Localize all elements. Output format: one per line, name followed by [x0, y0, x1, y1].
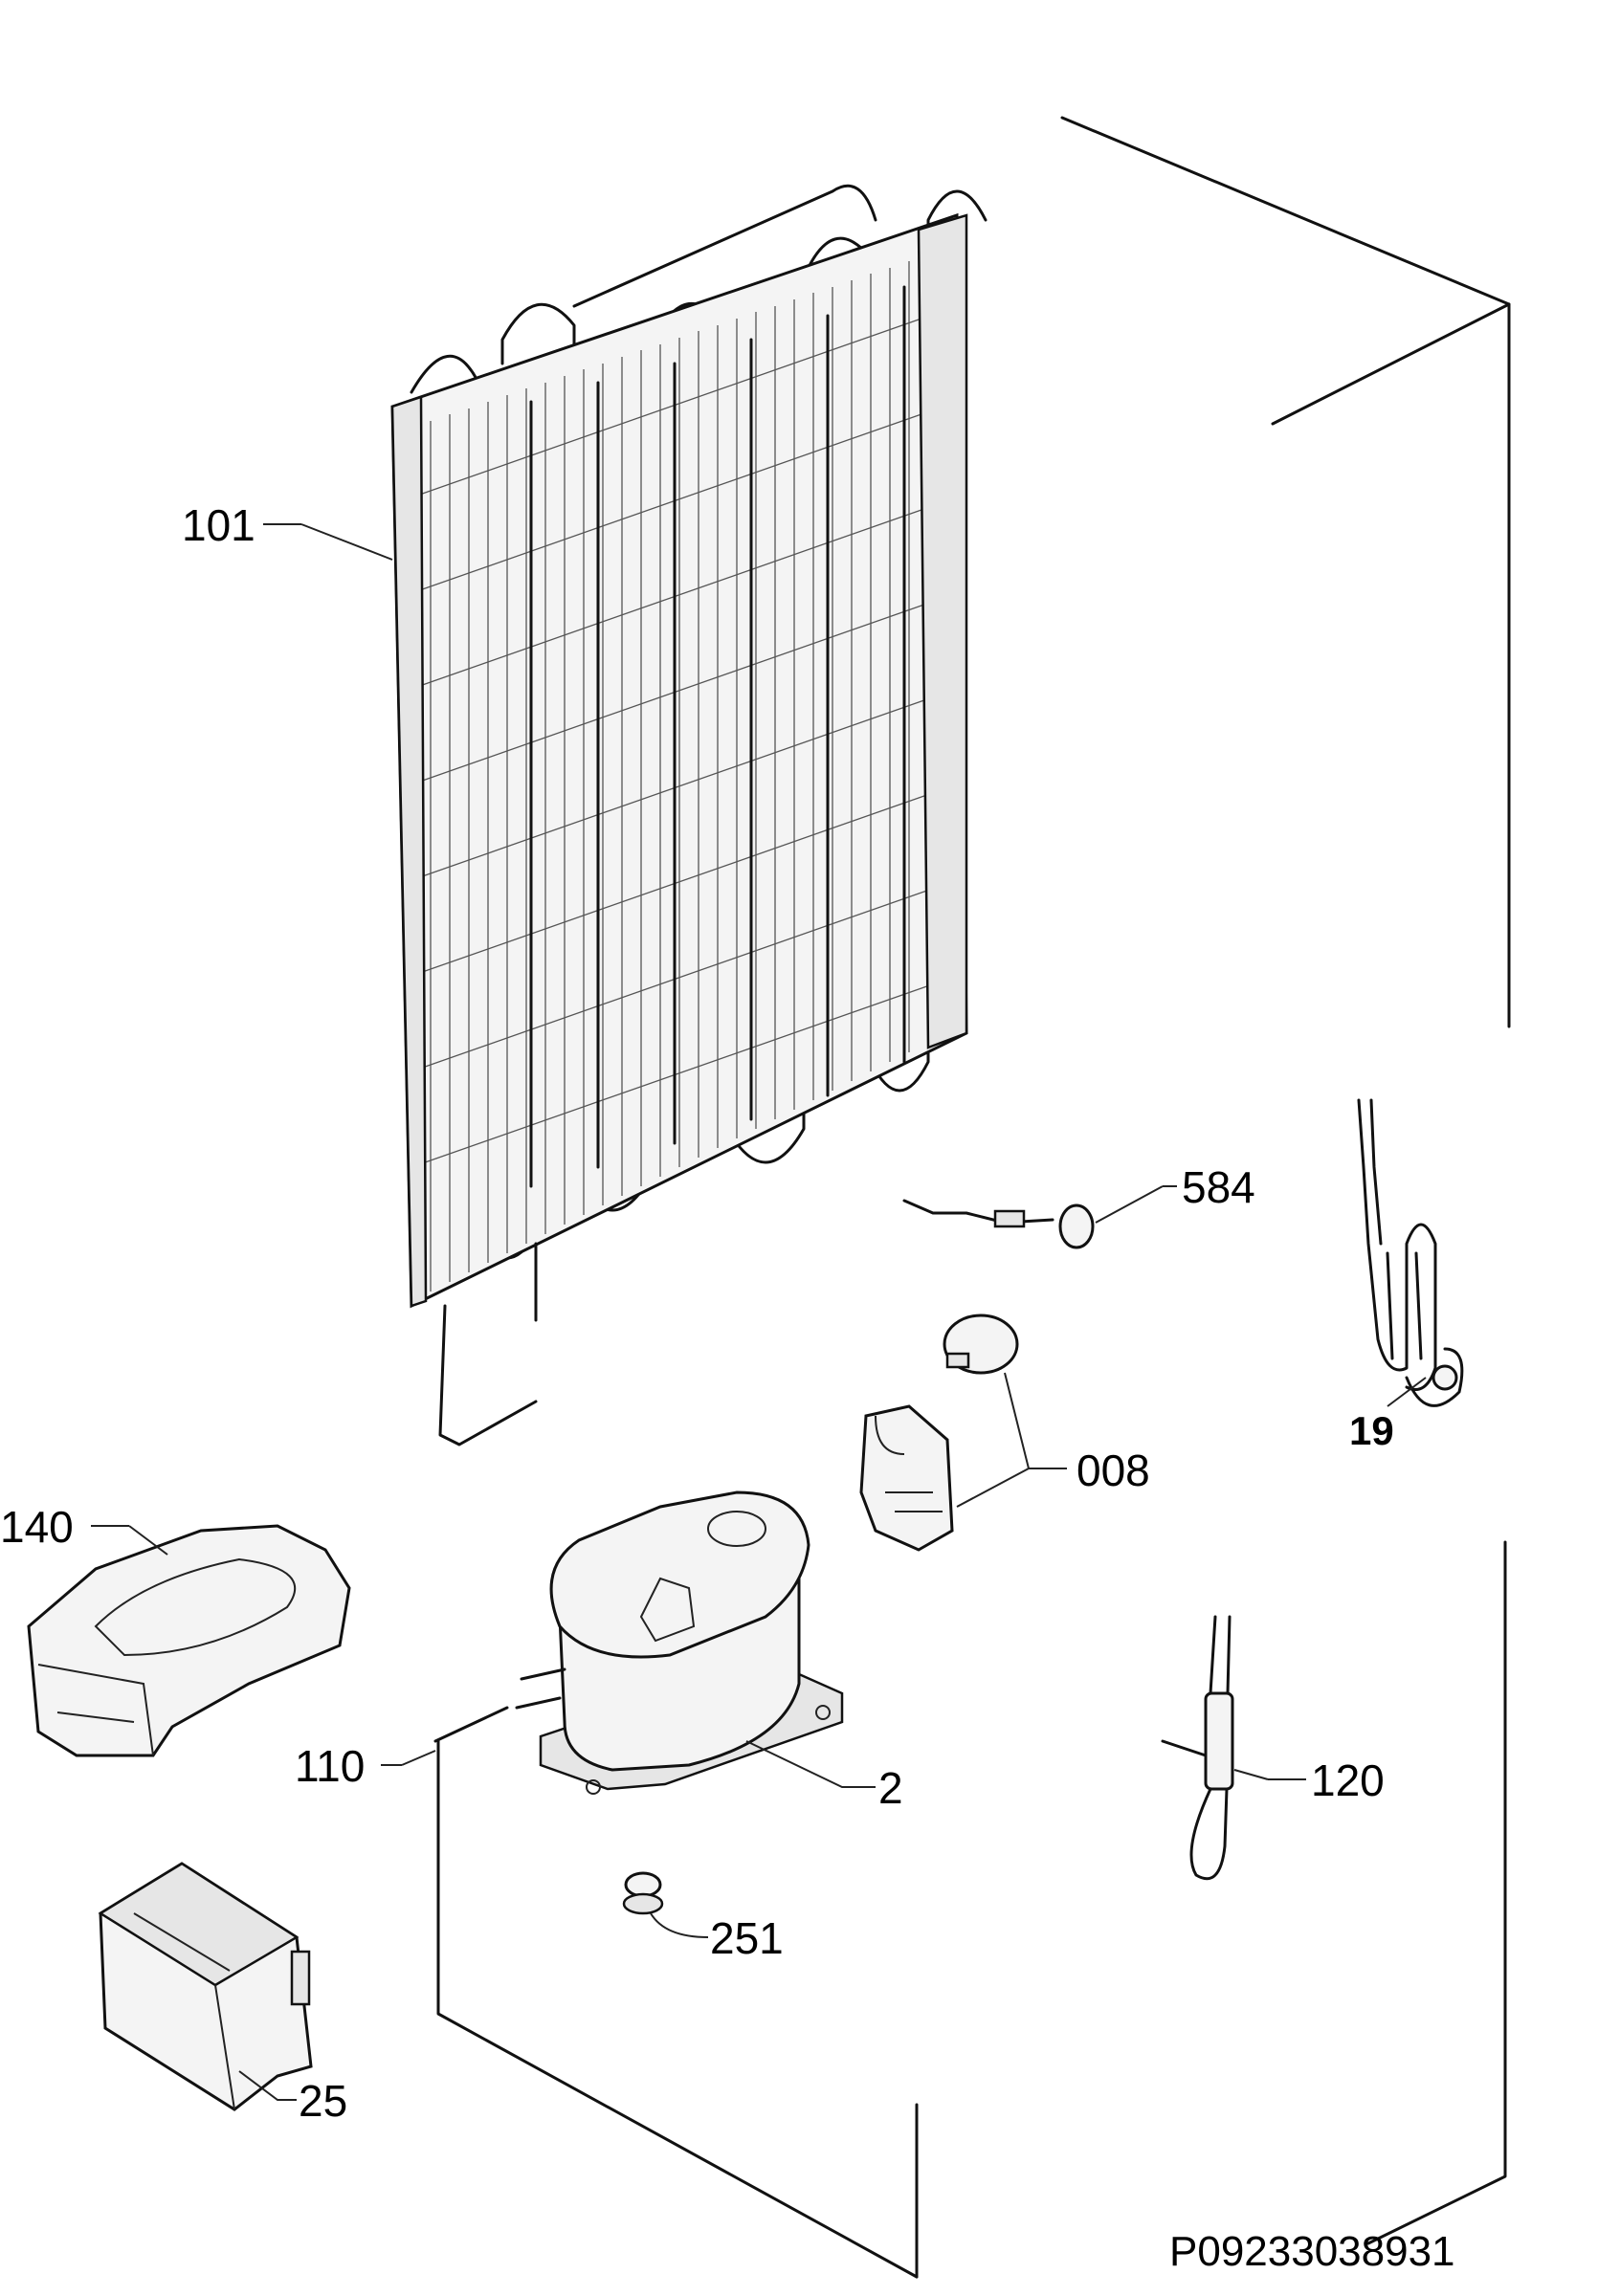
label-heater: 19 — [1349, 1408, 1394, 1453]
condenser-part — [390, 184, 988, 1446]
relay-set-part — [859, 1314, 1019, 1552]
pipe-part — [433, 1706, 509, 1743]
drawing-code: P09233038931 — [1169, 2228, 1455, 2275]
leader-140 — [91, 1525, 168, 1556]
label-cable: 584 — [1182, 1162, 1255, 1212]
leader-19 — [1387, 1377, 1427, 1407]
label-pipe: 110 — [295, 1741, 365, 1791]
leader-2 — [745, 1740, 876, 1788]
relay-box-part — [98, 1862, 313, 2111]
leader-101 — [263, 523, 393, 561]
grommet-part — [622, 1871, 664, 1915]
compressor-part — [515, 1490, 844, 1795]
leader-25 — [238, 2070, 297, 2101]
label-condenser: 101 — [182, 500, 255, 550]
cable-part — [902, 1199, 1095, 1249]
label-grommet: 251 — [710, 1913, 784, 1963]
label-relay-box: 25 — [299, 2076, 347, 2126]
label-drier: 120 — [1311, 1755, 1385, 1805]
leader-251 — [650, 1912, 709, 1938]
condenser-fins — [411, 249, 958, 1292]
heater-part — [1357, 1098, 1464, 1407]
label-drain-tray: 140 — [0, 1502, 74, 1552]
leader-110 — [381, 1750, 436, 1766]
leader-008 — [956, 1372, 1067, 1508]
label-compressor: 2 — [878, 1763, 903, 1813]
drier-part — [1161, 1615, 1234, 1881]
leader-120 — [1233, 1769, 1306, 1780]
cabinet-outline — [436, 116, 1511, 2279]
label-relay-set: 008 — [1076, 1446, 1150, 1495]
drain-tray-part — [27, 1524, 351, 1757]
leader-584 — [1095, 1185, 1177, 1224]
